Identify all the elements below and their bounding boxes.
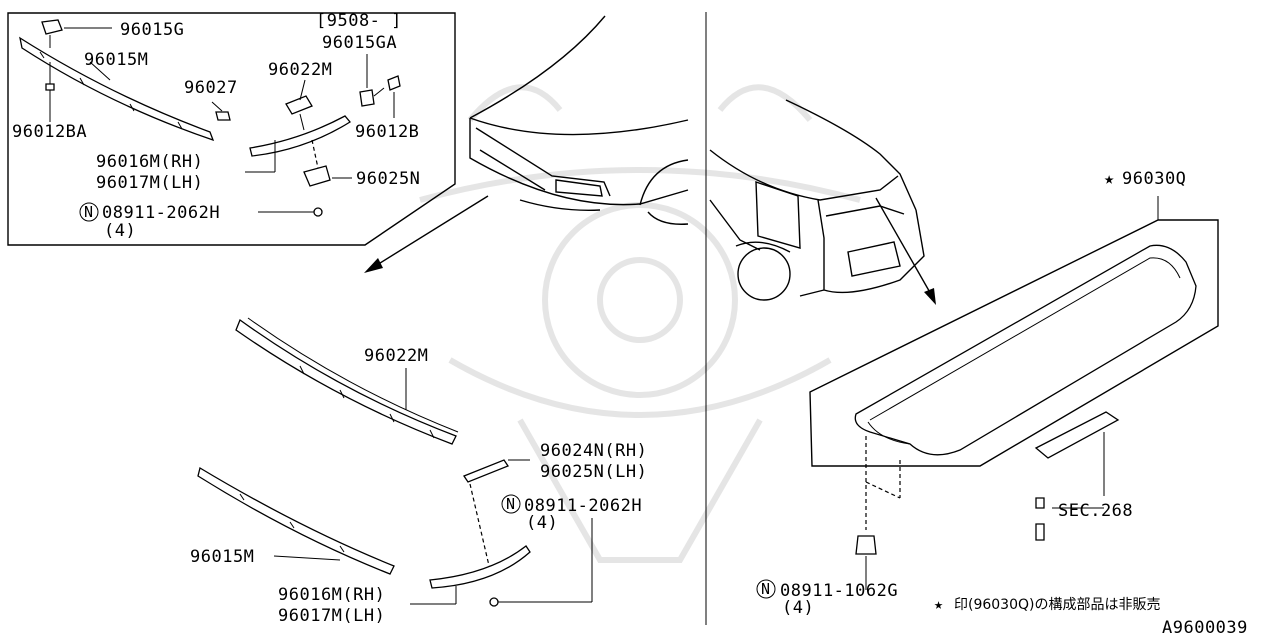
upper-molding-part	[19, 36, 215, 142]
seal-strip-part	[463, 459, 530, 571]
molding-part	[197, 466, 395, 575]
spacer-part	[215, 111, 231, 121]
label-nut-08911-main: 08911-2062H	[524, 496, 642, 516]
nut-rear-part	[855, 535, 877, 555]
label-nut-circle-rear: N	[761, 580, 770, 598]
spoiler-part	[809, 196, 1219, 467]
label-bracket-96022m: 96022M	[268, 60, 332, 80]
label-spoiler-96030q: 96030Q	[1122, 169, 1186, 189]
label-nut-qty: (4)	[104, 221, 136, 241]
label-screw-96012b: 96012B	[355, 122, 419, 142]
note-text: 印(96030Q)の構成部品は非販売	[954, 597, 1160, 613]
label-side-lh-main: 96017M(LH)	[278, 606, 385, 626]
rear-car-illustration	[709, 99, 925, 301]
watermark-emblem	[419, 84, 861, 563]
label-side-rh-main: 96016M(RH)	[278, 585, 385, 605]
label-seal-rh: 96024N(RH)	[540, 441, 647, 461]
diagram-code: A9600039	[1162, 618, 1248, 638]
label-sec-268: SEC.268	[1058, 501, 1133, 521]
label-molding-96015m: 96015M	[84, 50, 148, 70]
rear-arrow	[875, 197, 936, 305]
bracket-part	[285, 95, 313, 115]
grille-bar-part	[235, 317, 459, 445]
label-side-rh: 96016M(RH)	[96, 152, 203, 172]
label-side-lh: 96017M(LH)	[96, 173, 203, 193]
front-arrow	[364, 195, 489, 273]
label-nut-08911: 08911-2062H	[102, 203, 220, 223]
label-star-rear: ★	[1104, 169, 1115, 189]
label-nut-circle-main: N	[506, 495, 515, 513]
label-nut-circle: N	[84, 203, 93, 221]
note-star: ★	[934, 595, 943, 613]
nut-part	[313, 207, 323, 217]
label-clip-96015ga: 96015GA	[322, 33, 397, 53]
label-screw-96012ba: 96012BA	[12, 122, 87, 142]
label-nut-qty-rear: (4)	[782, 598, 814, 618]
side-molding-main-part	[410, 545, 531, 605]
front-inset-box: 96015G [9508- ] 96015GA 96015M 96022M 96…	[7, 11, 456, 246]
seal-part	[303, 165, 331, 187]
label-nut-08911-rear: 08911-1062G	[780, 581, 898, 601]
label-spacer-96027: 96027	[184, 78, 238, 98]
side-molding-part	[249, 115, 351, 157]
label-seal-96025n: 96025N	[356, 169, 420, 189]
clip-part	[41, 19, 63, 48]
sec268-bracket-part	[1034, 411, 1120, 541]
screw-part	[45, 62, 55, 108]
clip-ga-part	[359, 89, 375, 107]
label-seal-lh: 96025N(LH)	[540, 462, 647, 482]
label-clip-96015g: 96015G	[120, 20, 184, 40]
screw-b-part	[387, 75, 401, 91]
label-nut-qty-main: (4)	[526, 513, 558, 533]
front-car-illustration	[469, 15, 689, 225]
label-grille-96022m: 96022M	[364, 346, 428, 366]
nut-main-part	[489, 597, 499, 607]
label-date-range: [9508- ]	[316, 11, 402, 31]
label-molding-96015m-main: 96015M	[190, 547, 254, 567]
